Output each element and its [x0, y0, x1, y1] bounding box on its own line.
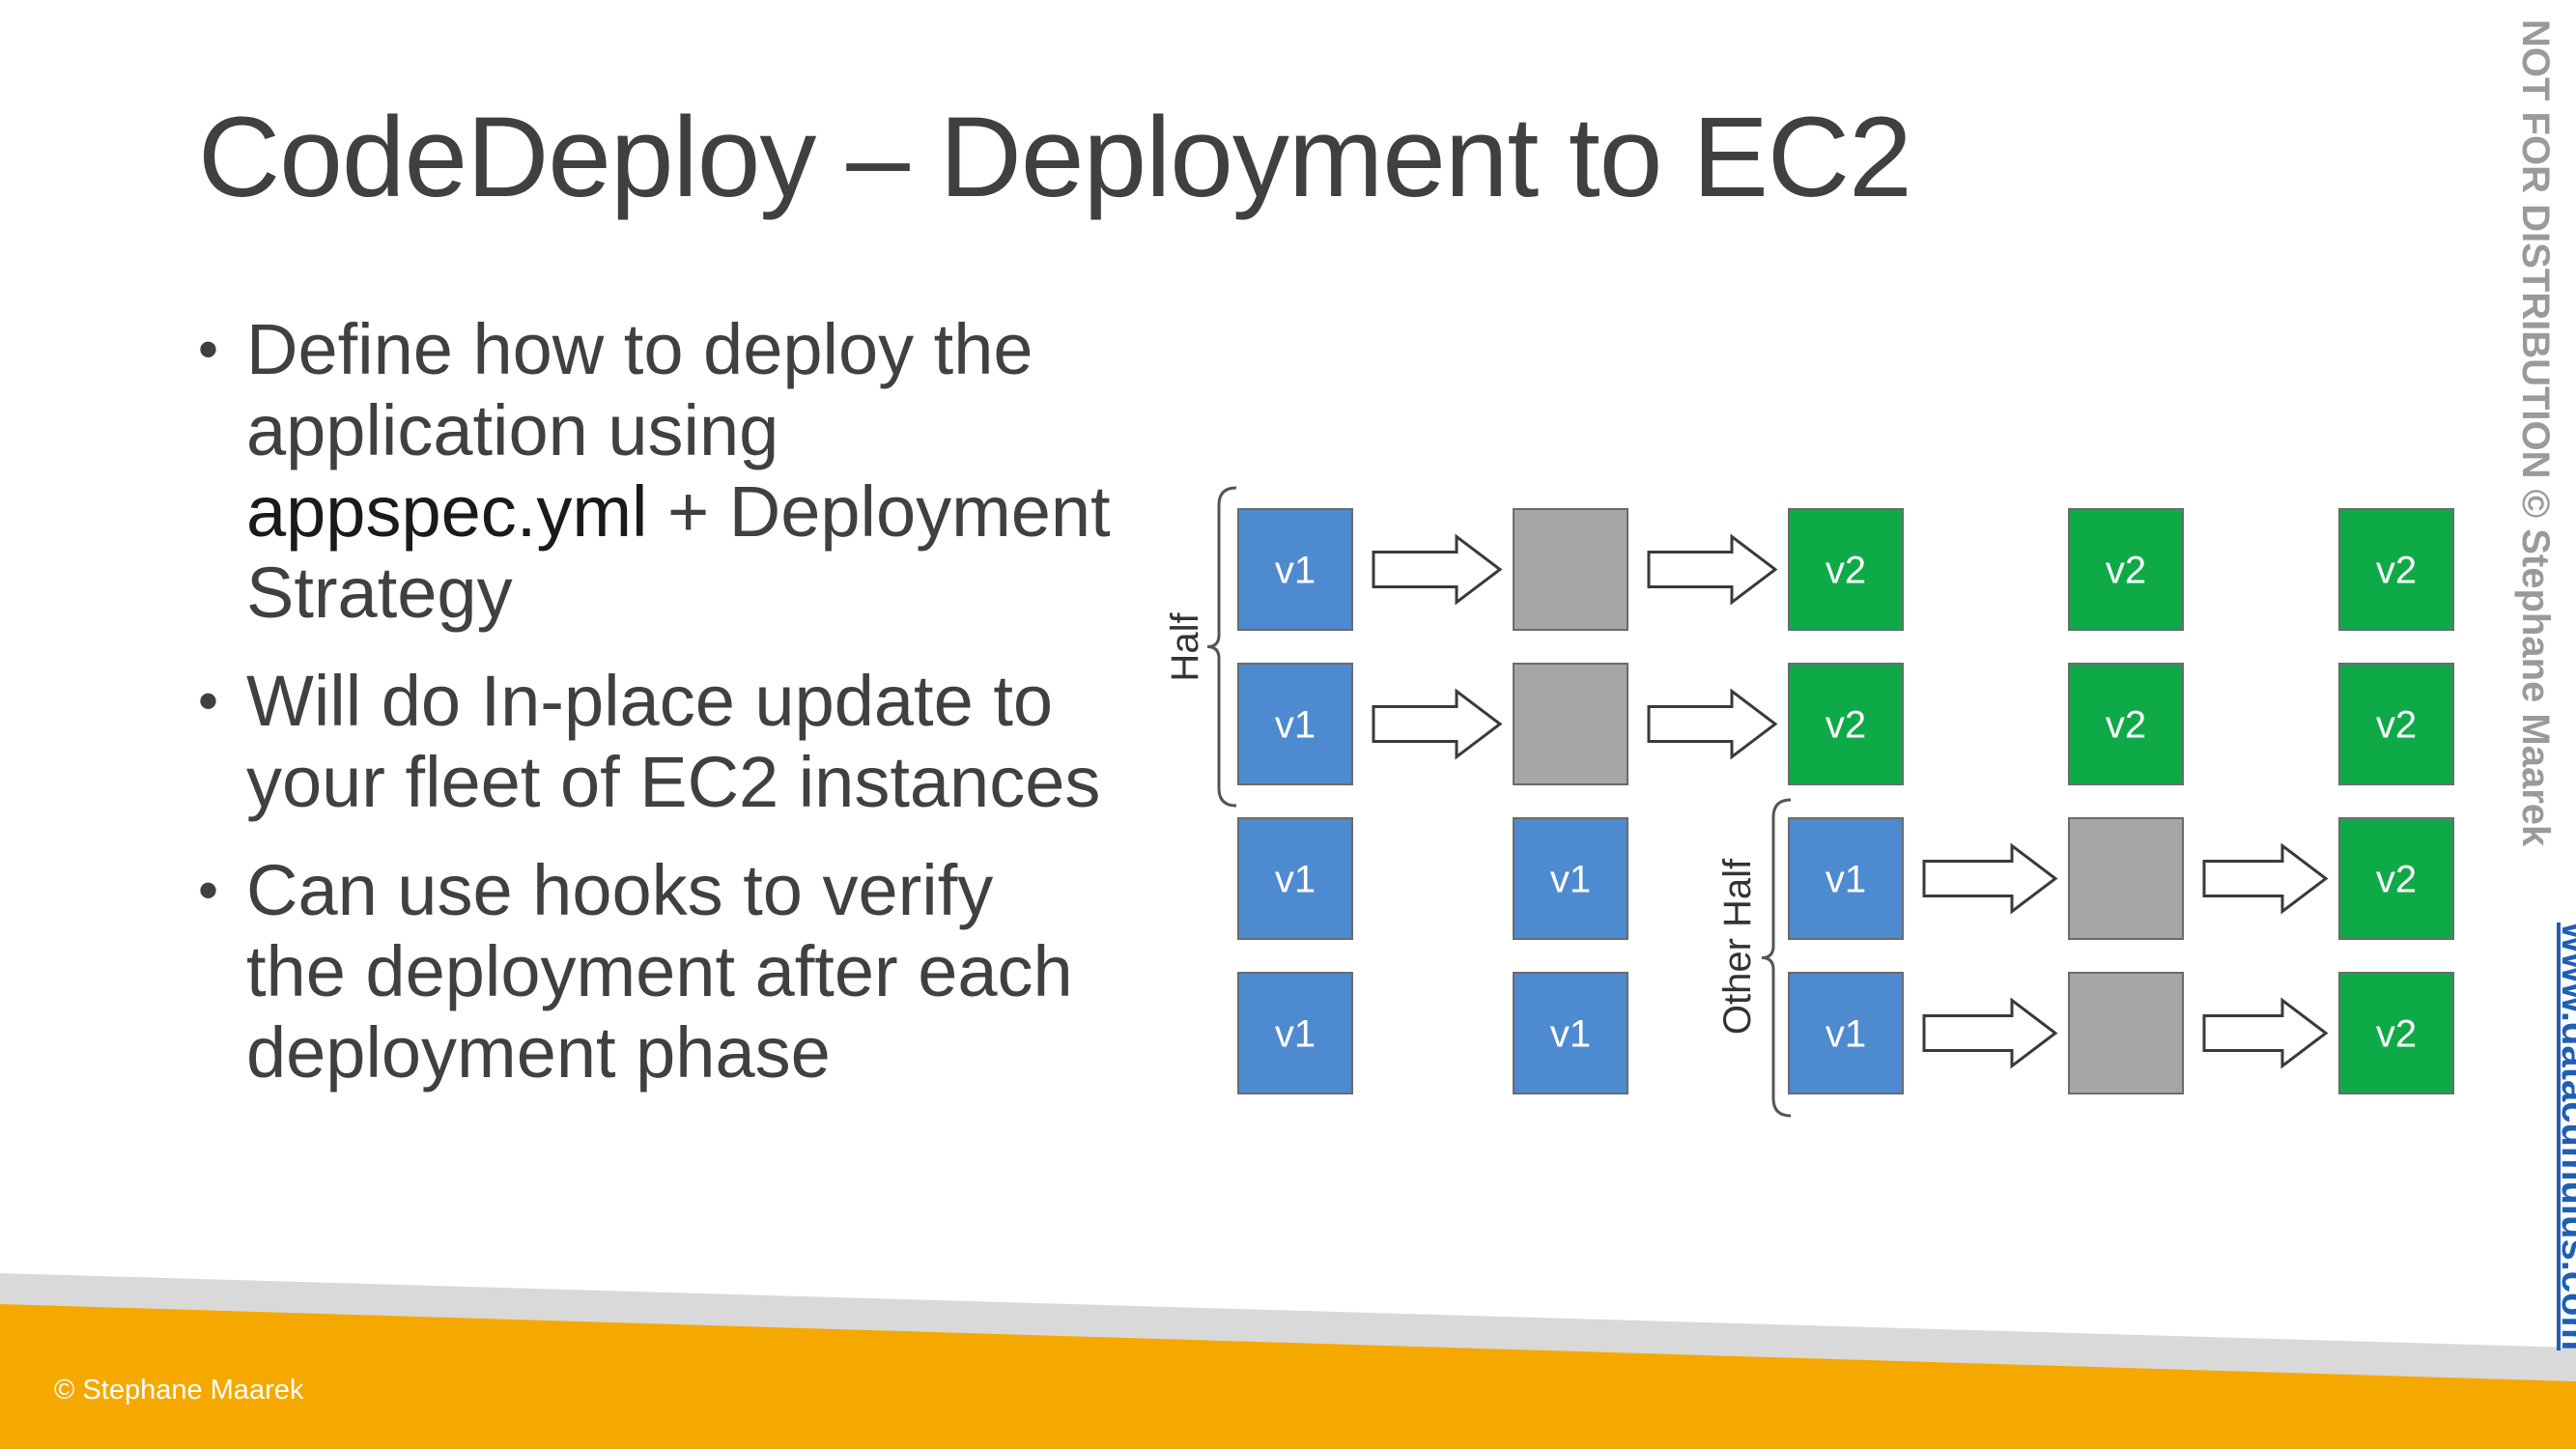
v1-label: v1 — [1826, 1013, 1866, 1056]
v2-instance-box — [2338, 972, 2454, 1094]
watermark-link[interactable]: www.datacumulus.com — [2554, 922, 2576, 1350]
other-half-brace — [1761, 798, 1792, 1118]
v1-instance-box — [1237, 508, 1353, 631]
transition-arrow — [1647, 688, 1778, 760]
v2-instance-box — [2068, 508, 2184, 631]
v2-instance-box — [2338, 663, 2454, 785]
v1-instance-box — [1237, 663, 1353, 785]
v1-label: v1 — [1275, 704, 1316, 747]
bullet-item: Define how to deploy the application usi… — [193, 309, 1111, 634]
transition-arrow — [1372, 533, 1503, 606]
v2-instance-box — [2338, 817, 2454, 940]
v1-instance-box — [1513, 817, 1628, 940]
v1-label: v1 — [1826, 859, 1866, 901]
v1-label: v1 — [1275, 859, 1316, 901]
empty-instance-box — [1513, 663, 1628, 785]
footer-orange-band — [0, 1304, 2576, 1449]
bullet-item: Can use hooks to verify the deployment a… — [193, 850, 1111, 1094]
transition-arrow — [2202, 997, 2329, 1069]
v1-label: v1 — [1275, 1013, 1316, 1056]
transition-arrow — [1922, 842, 2058, 915]
v2-label: v2 — [2376, 1013, 2417, 1056]
transition-arrow — [2202, 842, 2329, 915]
v2-label: v2 — [2106, 550, 2146, 592]
v2-label: v2 — [1826, 704, 1866, 747]
v2-label: v2 — [2376, 550, 2417, 592]
v1-instance-box — [1788, 817, 1904, 940]
v1-instance-box — [1513, 972, 1628, 1094]
v1-label: v1 — [1275, 550, 1316, 592]
half-label: Half — [1164, 612, 1206, 682]
bullet-list: Define how to deploy the application usi… — [193, 309, 1111, 1121]
empty-instance-box — [1513, 508, 1628, 631]
half-brace — [1206, 486, 1237, 808]
v1-instance-box — [1237, 972, 1353, 1094]
v2-label: v2 — [1826, 550, 1866, 592]
transition-arrow — [1922, 997, 2058, 1069]
bullet-item: Will do In-place update to your fleet of… — [193, 661, 1111, 823]
transition-arrow — [1647, 533, 1778, 606]
v1-label: v1 — [1550, 1013, 1591, 1056]
v1-instance-box — [1237, 817, 1353, 940]
transition-arrow — [1372, 688, 1503, 760]
watermark: NOT FOR DISTRIBUTION © Stephane Maarek w… — [2511, 0, 2576, 1449]
footer-copyright: © Stephane Maarek — [54, 1375, 304, 1406]
v2-instance-box — [1788, 663, 1904, 785]
v2-instance-box — [2338, 508, 2454, 631]
v2-instance-box — [1788, 508, 1904, 631]
v2-label: v2 — [2106, 704, 2146, 747]
v2-label: v2 — [2376, 859, 2417, 901]
empty-instance-box — [2068, 972, 2184, 1094]
v2-instance-box — [2068, 663, 2184, 785]
v1-instance-box — [1788, 972, 1904, 1094]
slide-title: CodeDeploy – Deployment to EC2 — [198, 94, 1912, 221]
v2-label: v2 — [2376, 704, 2417, 747]
other-half-label: Other Half — [1716, 858, 1759, 1035]
v1-label: v1 — [1550, 859, 1591, 901]
appspec-filename: appspec.yml — [246, 471, 648, 552]
empty-instance-box — [2068, 817, 2184, 940]
watermark-text: NOT FOR DISTRIBUTION © Stephane Maarek — [2514, 19, 2557, 847]
